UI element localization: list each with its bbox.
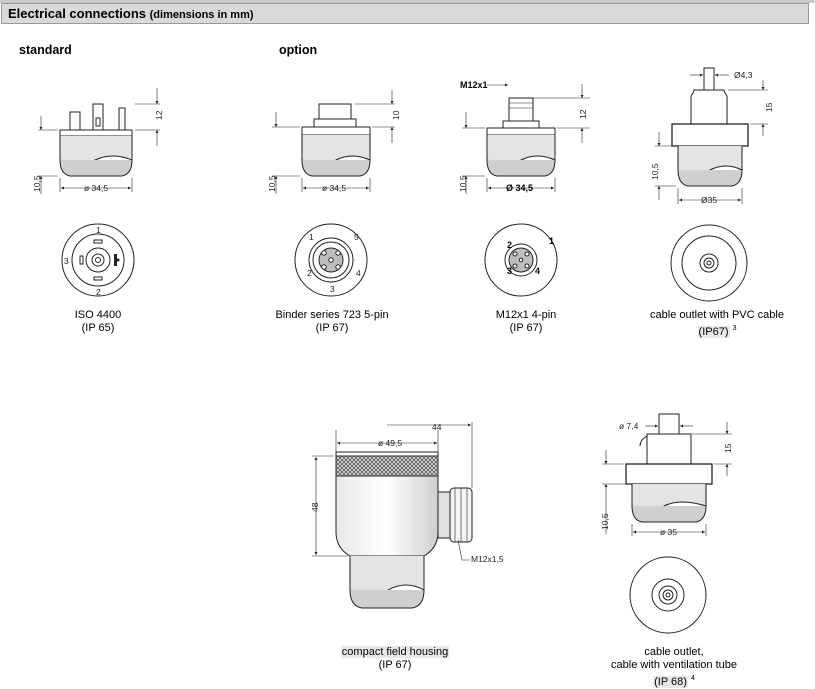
caption-iso4400-line1: ISO 4400	[74, 309, 122, 321]
vent-cable-side-view: ø 7,4 15 10,5 ø 35	[600, 413, 733, 537]
m12-thread-dim: M12x1	[460, 80, 488, 90]
caption-vent-line2: cable with ventilation tube	[611, 659, 737, 671]
m12-height-dim: 12	[578, 109, 588, 119]
m12-pin-3: 3	[507, 266, 512, 276]
caption-pvc-cable: cable outlet with PVC cable (IP67) 3	[632, 309, 802, 339]
caption-m12-line1: M12x1 4-pin	[495, 309, 557, 321]
iso-height-dim: 12	[154, 110, 164, 120]
header-title: Electrical connections (dimensions in mm…	[8, 6, 254, 21]
caption-housing-line1: compact field housing	[340, 646, 450, 658]
caption-pvc-line2-wrap: (IP67) 3	[632, 322, 802, 339]
pvc-side-dim: 10,5	[650, 163, 660, 180]
vent-height-dim: 15	[723, 443, 733, 453]
housing-height-dim: 48	[310, 502, 320, 512]
vent-cable-top-view	[629, 556, 707, 634]
binder-side-dim: 10,5	[267, 175, 277, 192]
binder-pin-3: 3	[330, 284, 335, 294]
m12-top-view: 1 2 3 4	[484, 223, 558, 297]
iso-pin-2: 2	[96, 287, 101, 297]
iso4400-top-view: 1 2 3	[61, 223, 135, 297]
caption-binder: Binder series 723 5-pin (IP 67)	[262, 309, 402, 335]
caption-pvc-line1: cable outlet with PVC cable	[650, 309, 784, 321]
caption-binder-line2: (IP 67)	[315, 322, 349, 334]
housing-thread-dim: M12x1,5	[471, 554, 504, 564]
caption-vent-line3-wrap: (IP 68) 4	[594, 672, 754, 689]
caption-housing-line2: (IP 67)	[378, 659, 412, 671]
m12-side-dim: 10,5	[458, 175, 468, 192]
housing-diameter-dim: ø 49,5	[378, 438, 402, 448]
pvc-cable-side-view: Ø4,3 15 10,5 Ø35	[650, 67, 774, 205]
m12-side-view: M12x1 12 10,5 Ø 34,5	[458, 80, 590, 194]
binder-top-view: 1 2 3 4 5	[294, 223, 368, 297]
binder-pin-5: 5	[354, 232, 359, 242]
section-header: Electrical connections (dimensions in mm…	[1, 3, 809, 24]
caption-pvc-line2: (IP67)	[697, 325, 730, 338]
binder-height-dim: 10	[391, 110, 401, 120]
binder-pin-2: 2	[307, 268, 312, 278]
pvc-cable-top-view	[670, 224, 748, 302]
caption-m12-line2: (IP 67)	[509, 322, 543, 334]
caption-vent-footnote: 4	[690, 675, 695, 682]
iso4400-side-view: 12 10,5 ø 34,5	[32, 88, 164, 194]
iso-side-dim: 10,5	[32, 175, 42, 192]
header-subtitle: (dimensions in mm)	[149, 9, 254, 21]
m12-pin-2: 2	[507, 240, 512, 250]
m12-pin-1: 1	[549, 236, 554, 246]
iso-diameter-dim: ø 34,5	[84, 183, 108, 193]
header-title-text: Electrical connections	[8, 6, 146, 21]
caption-field-housing: compact field housing (IP 67)	[325, 646, 465, 672]
caption-vent-line3: (IP 68)	[653, 675, 688, 688]
option-label: option	[279, 43, 318, 57]
iso-pin-1: 1	[96, 225, 101, 235]
binder-side-view: 10 10,5 ø 34,5	[267, 90, 401, 194]
caption-m12: M12x1 4-pin (IP 67)	[476, 309, 576, 335]
vent-diameter-dim: ø 35	[660, 527, 677, 537]
m12-pin-4: 4	[535, 266, 540, 276]
m12-diameter-dim: Ø 34,5	[506, 183, 533, 193]
pvc-cable-dim: Ø4,3	[734, 70, 753, 80]
iso-pin-3: 3	[64, 256, 69, 266]
caption-pvc-footnote: 3	[732, 325, 737, 332]
caption-binder-line1: Binder series 723 5-pin	[275, 309, 389, 321]
vent-cable-dim: ø 7,4	[619, 421, 639, 431]
pvc-diameter-dim: Ø35	[701, 195, 717, 205]
caption-iso4400: ISO 4400 (IP 65)	[48, 309, 148, 335]
field-housing-side-view: 44 ø 49,5 48 M12x1,5	[310, 422, 504, 609]
top-border	[0, 0, 815, 3]
binder-pin-1: 1	[309, 232, 314, 242]
binder-pin-4: 4	[356, 268, 361, 278]
housing-width-dim: 44	[432, 422, 442, 432]
caption-iso4400-line2: (IP 65)	[81, 322, 115, 334]
pvc-height-dim: 15	[764, 102, 774, 112]
vent-side-dim: 10,5	[600, 513, 610, 530]
binder-diameter-dim: ø 34,5	[322, 183, 346, 193]
standard-label: standard	[19, 43, 72, 57]
caption-vent-line1: cable outlet,	[644, 646, 704, 658]
caption-vent-cable: cable outlet, cable with ventilation tub…	[594, 646, 754, 689]
